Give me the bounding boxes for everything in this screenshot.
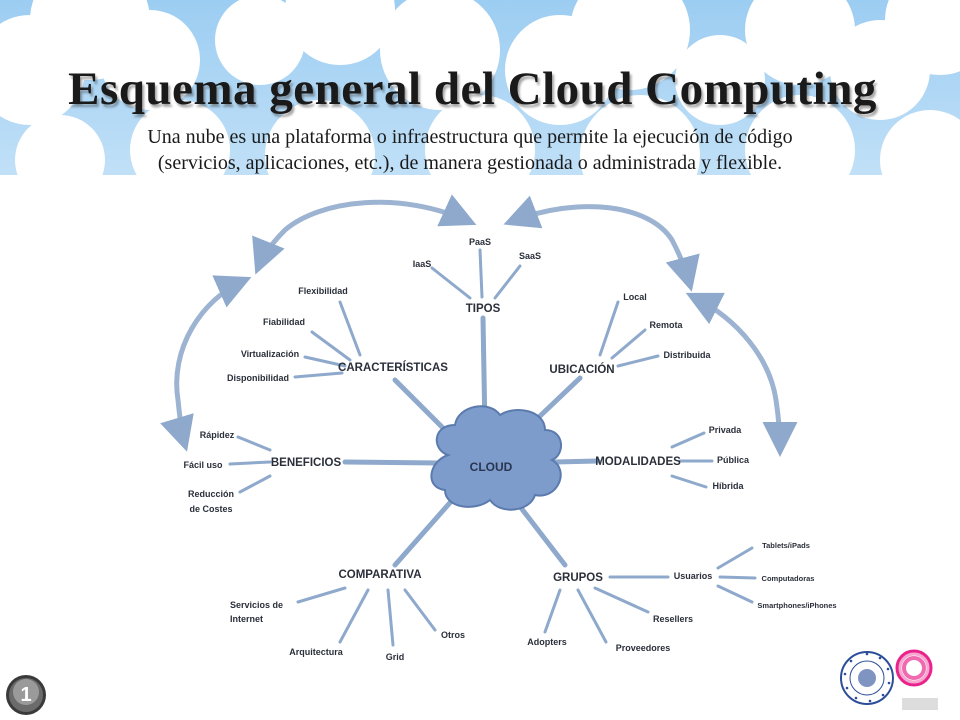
university-logo	[840, 649, 938, 710]
hub-modalidades: MODALIDADES	[595, 456, 681, 468]
connector-otros	[403, 588, 437, 632]
hub-ubicacion: UBICACIÓN	[549, 363, 614, 376]
leaf-arquitectura: Arquitectura	[289, 647, 344, 657]
university-seal	[840, 651, 894, 705]
center-label: CLOUD	[470, 460, 513, 474]
connector-reduccion	[238, 474, 272, 494]
leaf-saas: SaaS	[519, 251, 541, 261]
connector-distribuida	[616, 354, 660, 368]
leaf-remota: Remota	[649, 320, 683, 330]
brand-rings	[895, 649, 933, 687]
leaf-fiabilidad: Fiabilidad	[263, 317, 305, 327]
subtitle-line-1: Una nube es una plataforma o infraestruc…	[147, 126, 793, 148]
hub-caracteristicas: CARACTERÍSTICAS	[338, 361, 448, 374]
leaf-usuarios: Usuarios	[674, 571, 713, 581]
leaf-servicios-de: Servicios de	[230, 600, 283, 610]
leaf-rapidez: Rápidez	[200, 430, 235, 440]
leaf-paas: PaaS	[469, 237, 491, 247]
leaf-local: Local	[623, 292, 647, 302]
connector-privada	[670, 431, 706, 449]
connector-computadoras	[718, 575, 757, 580]
connector-smartphones	[716, 584, 754, 604]
connector-resellers	[593, 586, 650, 614]
leaf-virtualizacion: Virtualización	[241, 349, 299, 359]
leaf-distribuida: Distribuida	[663, 350, 711, 360]
leaf-reduccion: Reducción	[188, 489, 234, 499]
slide-number: 1	[20, 684, 31, 706]
connector-arquitectura	[338, 588, 370, 644]
connector-saas	[493, 264, 522, 300]
page-title: Esquema general del Cloud Computing	[68, 63, 877, 115]
connector-grid	[386, 588, 395, 647]
slide-number-badge: 1	[6, 675, 46, 715]
spoke-beneficios	[342, 459, 441, 466]
connector-hibrida	[670, 474, 708, 489]
connector-remota	[610, 328, 647, 360]
connector-local	[598, 300, 620, 357]
connector-disponibilidad	[293, 371, 344, 379]
leaf-hibrida: Híbrida	[712, 481, 744, 491]
spoke-comparativa	[392, 494, 458, 568]
connector-iaas	[430, 266, 472, 300]
leaf-privada: Privada	[709, 425, 743, 435]
leaf-adopters: Adopters	[527, 637, 567, 647]
connector-rapidez	[236, 435, 272, 452]
leaf-de-costes: de Costes	[189, 504, 232, 514]
connector-facil-uso	[228, 460, 272, 466]
connector-flexibilidad	[338, 300, 362, 357]
leaf-smartphones: Smartphones/iPhones	[757, 601, 836, 610]
spoke-grupos	[512, 497, 568, 568]
center-cloud: CLOUD	[430, 405, 562, 511]
leaf-otros: Otros	[441, 630, 465, 640]
arrow-caracteristicas-beneficios	[160, 275, 252, 452]
hub-tipos: TIPOS	[466, 303, 501, 315]
connector-virtualizacion	[303, 355, 347, 368]
leaf-tablets: Tablets/iPads	[762, 541, 810, 550]
leaf-grid: Grid	[386, 652, 405, 662]
connector-paas	[478, 248, 484, 299]
hub-comparativa: COMPARATIVA	[338, 569, 421, 581]
leaf-resellers: Resellers	[653, 614, 693, 624]
arrow-tipos-ubicacion	[503, 195, 700, 292]
arrow-ubicacion-modalidades	[685, 292, 798, 457]
connector-proveedores	[576, 588, 608, 644]
leaf-iaas: IaaS	[413, 259, 432, 269]
leaf-computadoras: Computadoras	[762, 574, 815, 583]
leaf-disponibilidad: Disponibilidad	[227, 373, 289, 383]
subtitle-line-2: (servicios, aplicaciones, etc.), de mane…	[157, 152, 783, 174]
leaf-flexibilidad: Flexibilidad	[298, 286, 348, 296]
spoke-modalidades	[552, 458, 601, 465]
connector-fiabilidad	[310, 330, 352, 362]
subtitle: Una nube es una plataforma o infraestruc…	[40, 124, 900, 176]
leaf-publica: Pública	[717, 455, 750, 465]
hub-beneficios: BENEFICIOS	[271, 457, 342, 469]
leaf-internet: Internet	[230, 614, 263, 624]
leaf-proveedores: Proveedores	[616, 643, 671, 653]
hub-grupos: GRUPOS	[553, 572, 603, 584]
connector-adopters	[543, 588, 562, 634]
leaf-facil-uso: Fácil uso	[183, 460, 223, 470]
connector-servicios-internet	[296, 586, 347, 604]
arrow-tipos-caracteristicas	[252, 194, 477, 275]
connector-tablets	[716, 546, 754, 570]
